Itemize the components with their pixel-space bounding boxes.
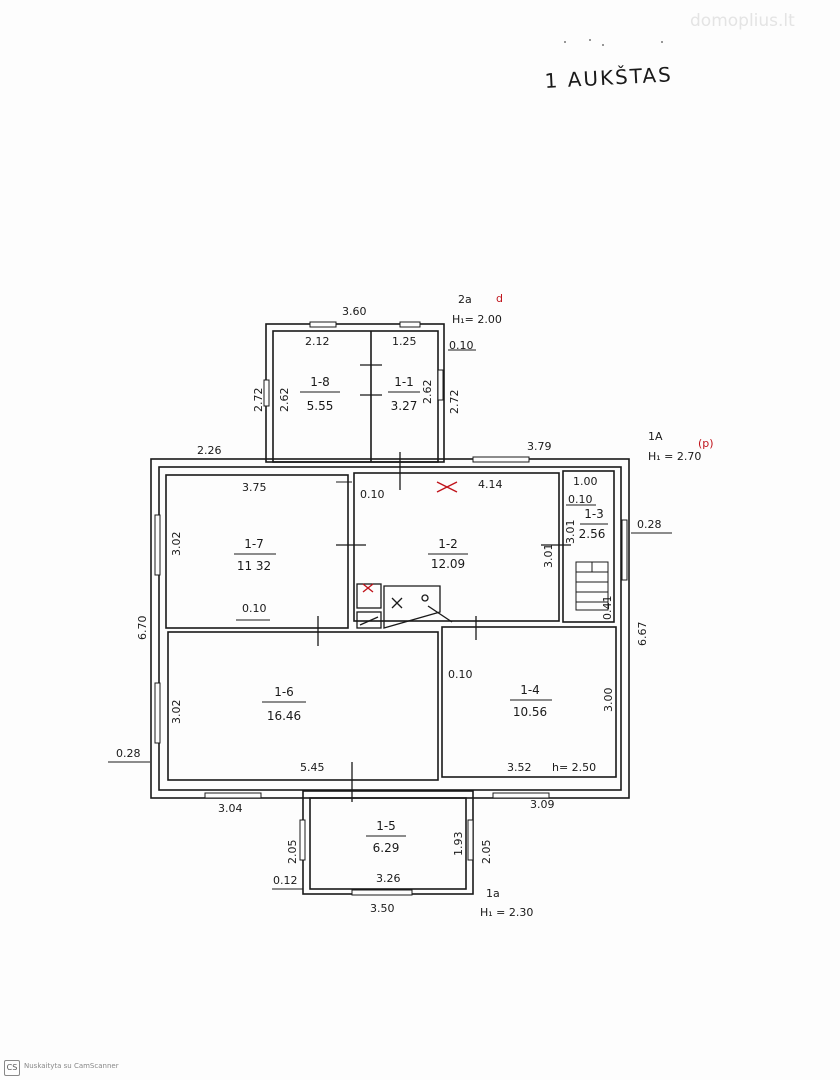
room-area: 6.29 <box>373 841 400 855</box>
note-bottom-annex: 1a <box>486 887 500 900</box>
room-label: 1-1 <box>394 375 414 389</box>
dim-label: 3.00 <box>602 688 615 713</box>
floor-title: 1 AUKŠTAS <box>544 62 673 93</box>
dim-label: 1.93 <box>452 832 465 857</box>
staircase <box>575 561 609 611</box>
note-top-annex-mark: d <box>496 292 503 305</box>
room-area: 16.46 <box>267 709 301 723</box>
stove-unit <box>356 583 441 629</box>
room-area: 12.09 <box>431 557 465 571</box>
scan-specks <box>564 39 663 46</box>
room-area: 3.27 <box>391 399 418 413</box>
dim-label: 2.05 <box>480 840 493 865</box>
dim-label: 6.67 <box>636 622 649 647</box>
dim-label: 2.62 <box>421 380 434 405</box>
dimension-labels: 3.60 2.12 1.25 0.10 2.72 2.62 2.62 2.72 … <box>116 305 662 915</box>
room-label: 1-8 <box>310 375 330 389</box>
room-label: 1-4 <box>520 683 540 697</box>
dim-label: 1.25 <box>392 335 417 348</box>
note-main-label: 1A <box>648 430 663 443</box>
dim-label: 2.12 <box>305 335 330 348</box>
dim-label: 3.02 <box>170 700 183 725</box>
dim-label: 0.28 <box>637 518 662 531</box>
note-bottom-annex-height: H₁ = 2.30 <box>480 906 533 919</box>
dim-label: 3.50 <box>370 902 395 915</box>
watermark: domoplius.lt <box>690 11 795 31</box>
camscanner-logo: CS <box>4 1060 20 1076</box>
room-area: 11 32 <box>237 559 271 573</box>
dim-label: 3.09 <box>530 798 555 811</box>
room-area: 10.56 <box>513 705 547 719</box>
dim-label: 1.00 <box>573 475 598 488</box>
dim-label: 0.41 <box>601 596 614 621</box>
note-top-annex: 2a <box>458 293 472 306</box>
dim-label: 3.26 <box>376 872 401 885</box>
dim-label: 2.05 <box>286 840 299 865</box>
dim-label: 3.79 <box>527 440 552 453</box>
room-labels: 1-8 5.55 1-1 3.27 1-7 11 32 1-2 12.09 1-… <box>234 375 608 855</box>
dim-label: 0.10 <box>360 488 385 501</box>
dim-label: 3.60 <box>342 305 367 318</box>
room-label: 1-6 <box>274 685 294 699</box>
dim-label: 0.10 <box>448 668 473 681</box>
dim-label: 0.10 <box>242 602 267 615</box>
dim-label: 3.01 <box>542 544 555 569</box>
dim-label: 3.02 <box>170 532 183 557</box>
dim-label: 3.04 <box>218 802 243 815</box>
chimney-marks <box>362 481 458 593</box>
dim-label: 2.26 <box>197 444 222 457</box>
dim-label: 0.28 <box>116 747 141 760</box>
note-main-height: H₁ = 2.70 <box>648 450 701 463</box>
dim-label: 3.52 <box>507 761 532 774</box>
dim-label: 4.14 <box>478 478 503 491</box>
dim-label: 6.70 <box>136 616 149 641</box>
room-label: 1-3 <box>584 507 604 521</box>
note-ceiling-height: h= 2.50 <box>552 761 596 774</box>
dimension-lines <box>108 349 672 890</box>
dim-label: 2.62 <box>278 388 291 413</box>
dim-label: 0.12 <box>273 874 298 887</box>
room-area: 2.56 <box>579 527 606 541</box>
dim-label: 2.72 <box>252 388 265 413</box>
dim-label: 3.01 <box>564 520 577 545</box>
dim-label: 0.10 <box>449 339 474 352</box>
annotations: 2a d H₁= 2.00 1A H₁ = 2.70 (p) 1a H₁ = 2… <box>452 292 714 919</box>
camscanner-text: Nuskaityta su CamScanner <box>24 1062 119 1070</box>
room-label: 1-5 <box>376 819 396 833</box>
window-marks <box>154 321 628 896</box>
dim-label: 5.45 <box>300 761 325 774</box>
note-main-mark: (p) <box>698 437 714 450</box>
room-area: 5.55 <box>307 399 334 413</box>
note-top-annex-height: H₁= 2.00 <box>452 313 502 326</box>
room-label: 1-2 <box>438 537 458 551</box>
dim-label: 2.72 <box>448 390 461 415</box>
door-marks <box>317 364 571 802</box>
dim-label: 3.75 <box>242 481 267 494</box>
dim-label: 0.10 <box>568 493 593 506</box>
room-label: 1-7 <box>244 537 264 551</box>
